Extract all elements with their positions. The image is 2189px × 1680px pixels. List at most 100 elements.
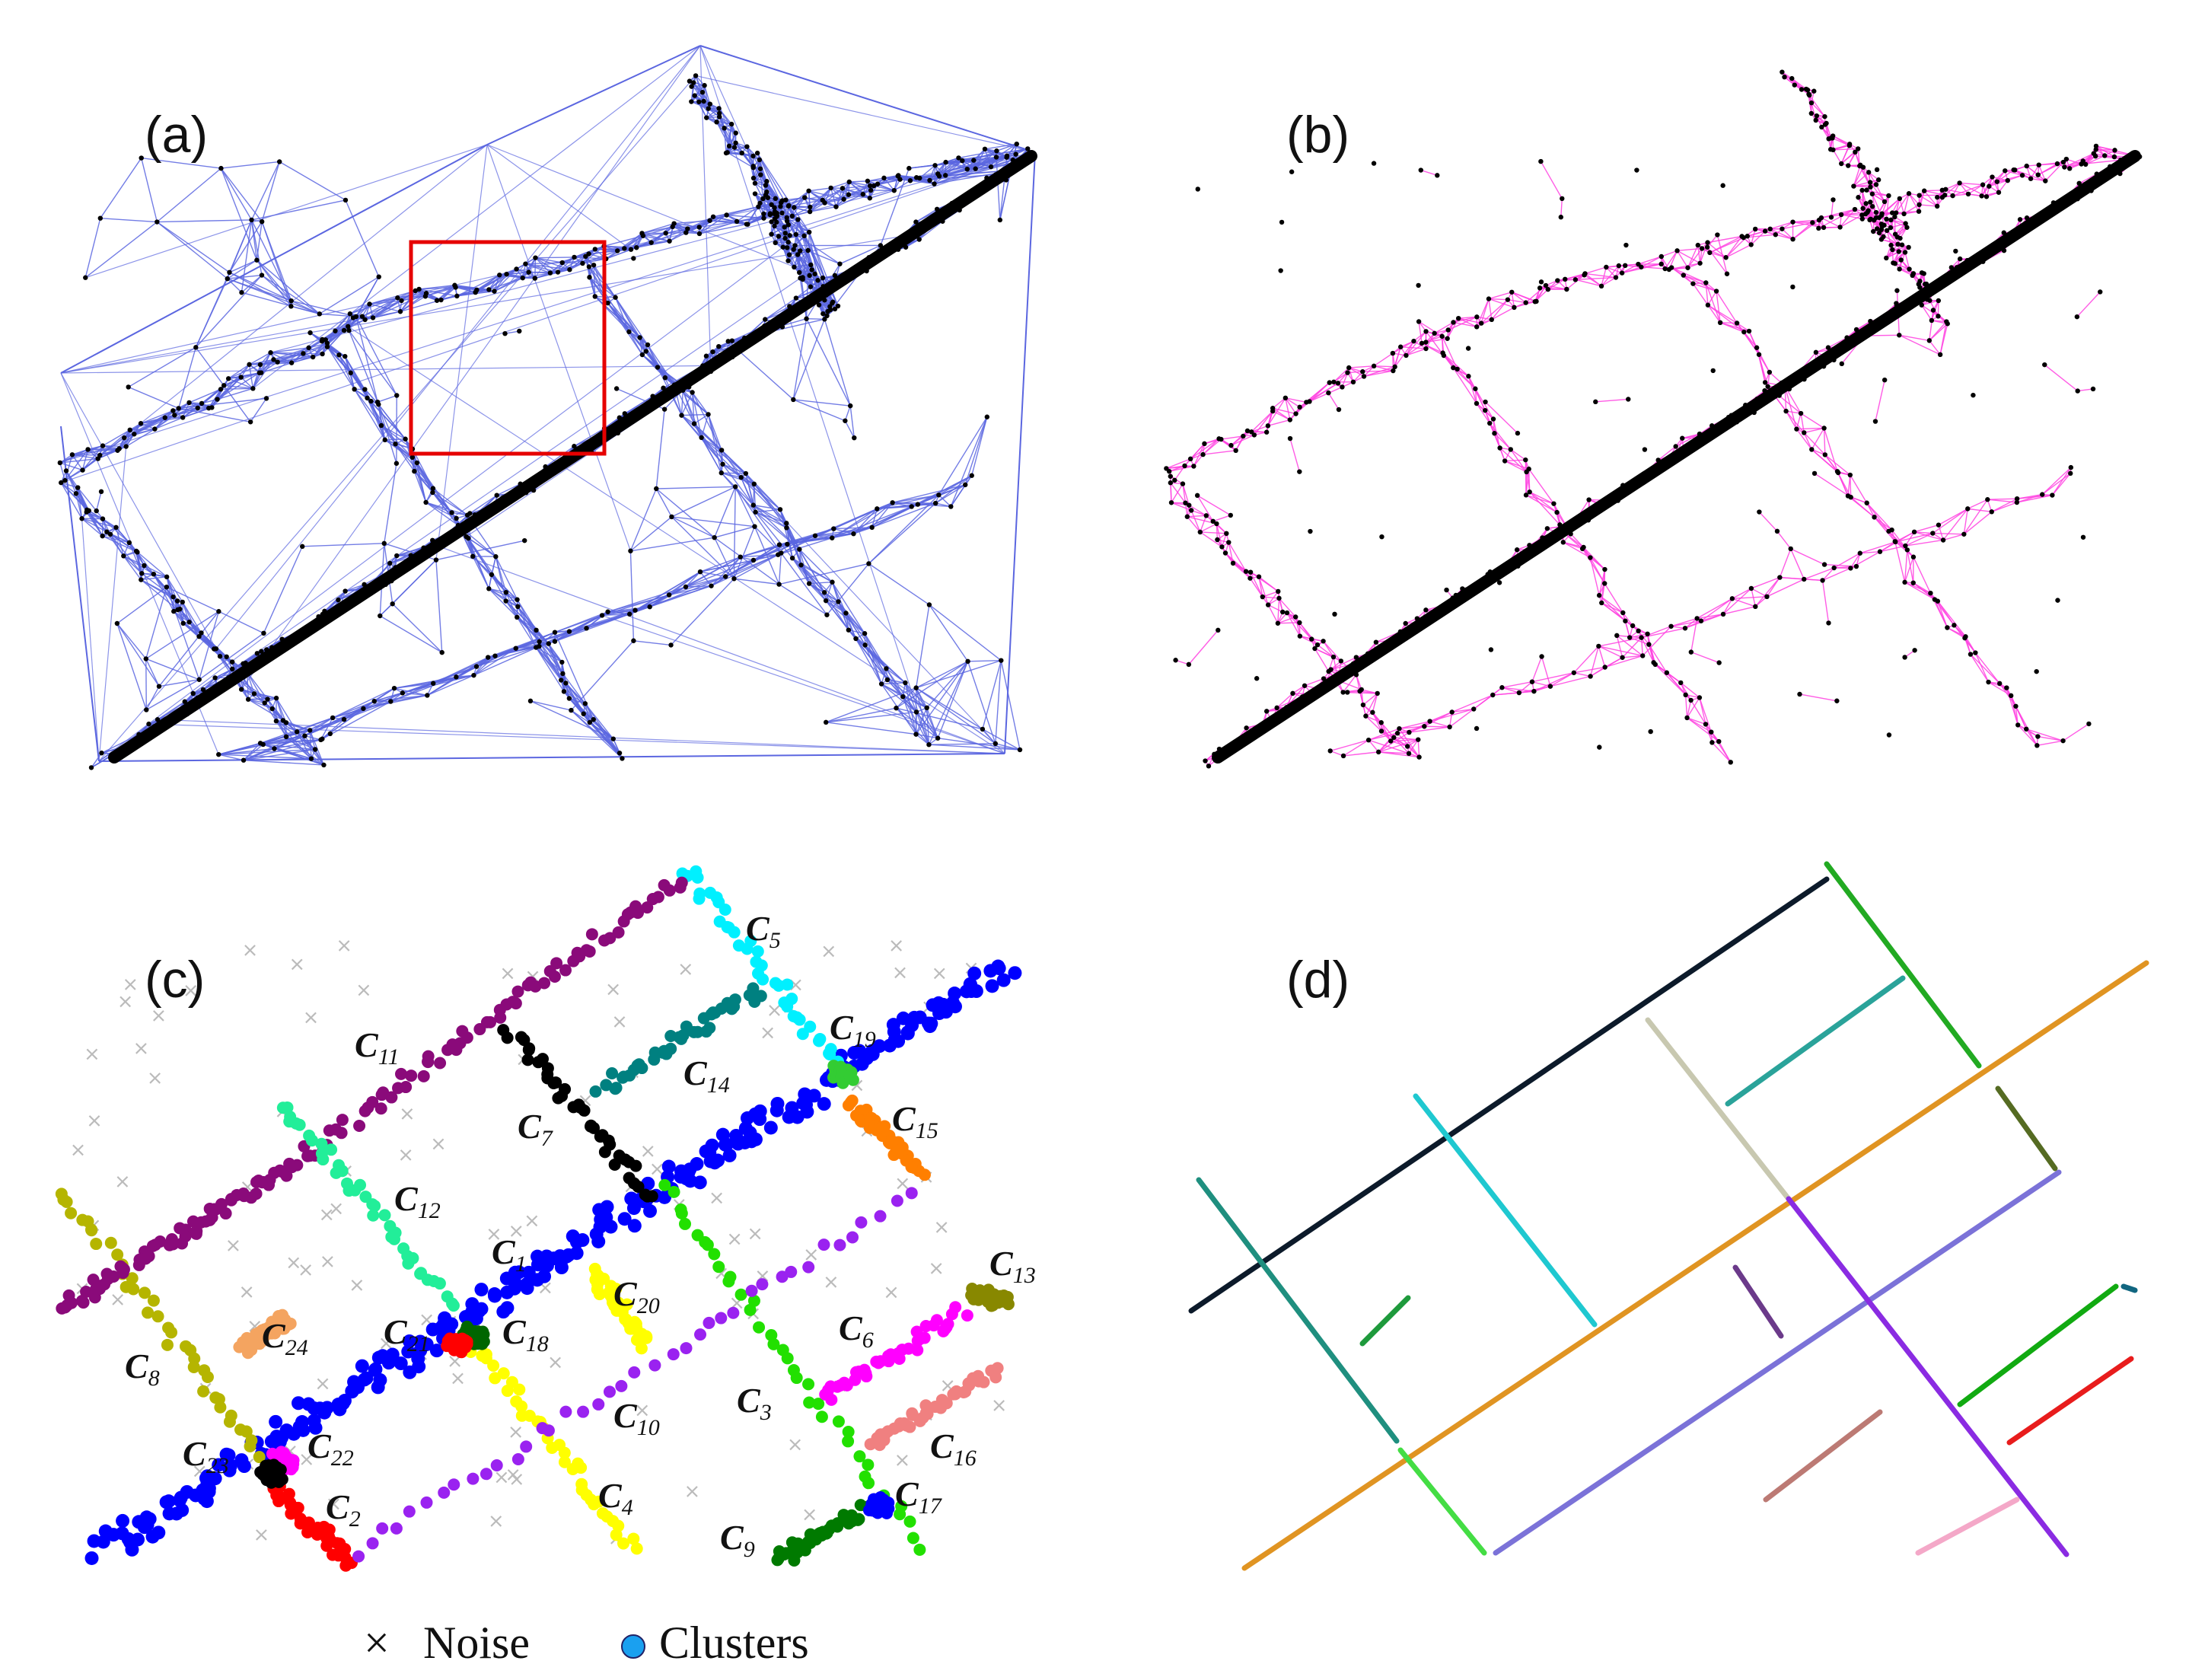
graph-edge [840,244,881,265]
data-point [732,484,738,489]
graph-edge [178,407,251,422]
graph-edge [228,364,261,379]
data-point [773,196,779,202]
data-point [739,150,744,156]
graph-edge [60,235,906,374]
graph-edge [467,537,507,593]
data-point [333,328,338,333]
data-point [489,572,495,578]
data-point [696,99,702,104]
data-point [789,213,795,219]
graph-edge [1488,292,1512,300]
graph-edge [935,502,951,508]
graph-edge [694,94,719,110]
data-point [552,639,558,644]
graph-edge [224,384,253,390]
graph-edge [1374,365,1395,368]
graph-edge [1276,693,1293,709]
graph-edge [801,564,833,583]
data-point [327,731,333,737]
data-point [572,254,577,260]
graph-edge [402,692,428,697]
data-point [520,275,525,281]
data-point [779,210,785,216]
data-point [820,311,826,317]
graph-edge [381,425,386,441]
data-point [170,408,176,413]
graph-edge [693,423,1005,754]
data-point [513,646,518,651]
data-point [758,172,763,177]
panel-b-graph: (b) [1164,69,2143,769]
data-point [599,613,605,618]
graph-edge [1285,397,1291,420]
data-point [765,195,771,200]
graph-edge [1477,316,1492,320]
data-point [98,489,104,495]
data-point [431,681,436,686]
data-point [965,658,970,665]
graph-edge [193,677,216,694]
graph-edge [195,275,263,348]
data-point [566,696,572,701]
data-point [753,509,758,515]
data-point [980,726,986,732]
data-point [808,262,814,268]
graph-edge [384,438,406,441]
data-point [209,405,215,410]
data-point [752,524,757,529]
data-point [661,385,666,391]
panel-label-a: (a) [145,106,208,164]
graph-edge [199,633,264,681]
graph-edge [60,311,401,374]
graph-edge [1190,443,1205,460]
data-point [346,324,351,330]
graph-edge [250,161,280,221]
data-point [273,695,279,701]
data-point [750,175,757,181]
graph-edge [1309,382,1330,402]
data-point [186,620,192,625]
data-point [793,295,799,301]
data-point [262,700,267,706]
graph-edge [753,504,781,510]
data-point [422,294,429,299]
graph-edge [570,709,623,759]
graph-edge [844,405,851,422]
graph-edge [158,679,199,687]
data-point [259,218,265,225]
graph-edge [252,364,261,389]
graph-edge [971,416,988,476]
graph-edge [178,347,196,409]
data-point [948,504,954,509]
graph-edge [166,586,200,680]
graph-edge [473,646,540,676]
graph-edge [493,273,508,292]
graph-edge [457,274,500,297]
data-point [180,620,186,626]
data-point [560,671,566,677]
data-point [227,269,232,276]
data-point [586,264,592,269]
data-point [751,481,757,487]
data-point [717,114,722,120]
data-point [750,502,756,508]
graph-edge [390,694,428,703]
graph-edge [655,409,665,489]
graph-edge [81,518,104,537]
graph-edge [488,588,518,618]
graph-edge [563,690,586,704]
data-point [779,550,784,556]
data-point [492,653,498,658]
graph-edge [535,257,575,259]
graph-edge [1267,419,1291,427]
data-point [924,705,929,711]
graph-edge [141,157,221,169]
data-point [667,238,672,244]
graph-edge [1641,263,1662,268]
graph-edge [868,563,930,606]
graph-edge [264,703,277,722]
data-point [824,612,830,617]
graph-edge [1458,316,1477,319]
data-point [631,638,636,643]
